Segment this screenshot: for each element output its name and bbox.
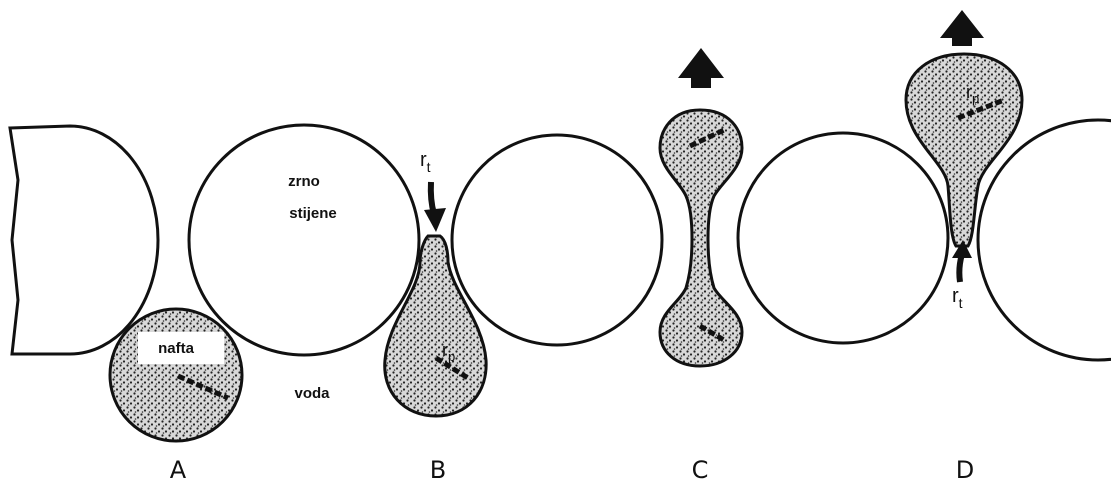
throat-arrow-b bbox=[424, 182, 446, 232]
oil-droplet-c bbox=[660, 110, 742, 366]
grain-label-line2: stijene bbox=[289, 205, 337, 222]
rock-grain-half-left bbox=[10, 126, 158, 354]
rock-grain-4 bbox=[978, 120, 1111, 360]
oil-label: nafta bbox=[158, 340, 194, 357]
panel-label-a: A bbox=[170, 456, 187, 484]
up-arrow-icon bbox=[940, 10, 984, 46]
rock-grain-2 bbox=[452, 135, 662, 345]
oil-droplet-a bbox=[110, 309, 242, 441]
throat-radius-label-b: rt bbox=[420, 149, 431, 175]
rock-grain-3 bbox=[738, 133, 948, 343]
rock-grain-1 bbox=[189, 125, 419, 355]
up-arrow-icon bbox=[678, 48, 724, 88]
panel-label-b: B bbox=[430, 456, 446, 484]
grain-label-line1: zrno bbox=[288, 173, 320, 190]
panel-label-c: C bbox=[692, 456, 709, 484]
water-label: voda bbox=[294, 385, 330, 402]
panel-label-d: D bbox=[956, 456, 974, 484]
throat-radius-label-d: rt bbox=[952, 285, 963, 311]
